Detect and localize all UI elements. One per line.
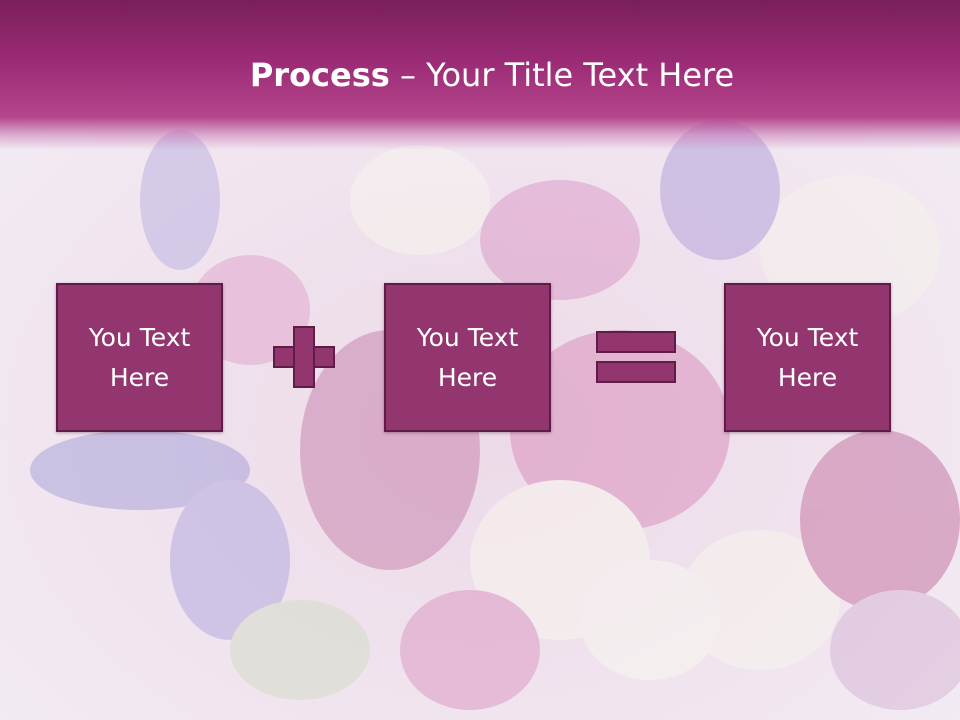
process-box-1-text: You Text Here: [88, 322, 191, 392]
process-box-2[interactable]: You Text Here: [384, 283, 551, 432]
slide-title: Process – Your Title Text Here: [0, 53, 960, 97]
title-rest: – Your Title Text Here: [389, 56, 735, 94]
process-box-1[interactable]: You Text Here: [56, 283, 223, 432]
process-box-2-text: You Text Here: [416, 322, 519, 392]
title-banner: [0, 0, 960, 150]
title-bold: Process: [249, 56, 390, 94]
process-box-3-text: You Text Here: [756, 322, 859, 392]
process-box-3[interactable]: You Text Here: [724, 283, 891, 432]
